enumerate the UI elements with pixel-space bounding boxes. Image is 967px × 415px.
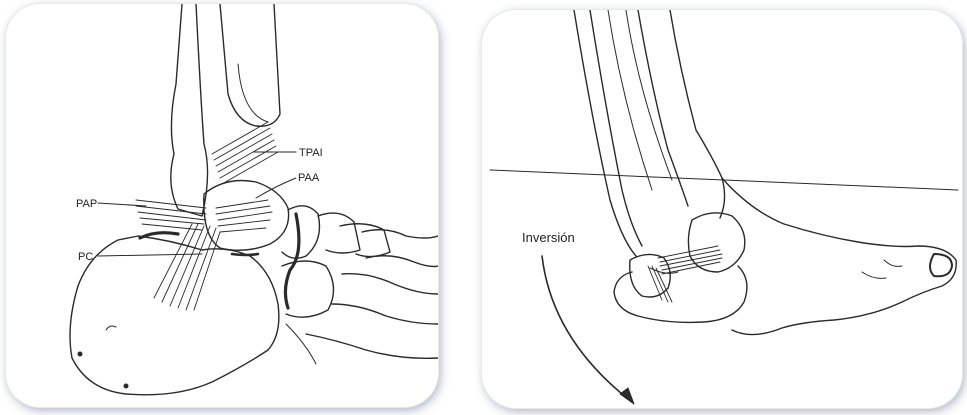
ligament-pap bbox=[136, 200, 206, 230]
joint-line-subtalar bbox=[140, 233, 178, 238]
metatarsal-1 bbox=[362, 230, 438, 238]
fibula bbox=[171, 4, 208, 216]
ankle-ligaments-illustration: TPAI PAA PAP PC bbox=[6, 4, 438, 407]
metatarsal-2 bbox=[366, 256, 438, 267]
navicular bbox=[282, 206, 320, 258]
label-paa: PAA bbox=[298, 172, 320, 184]
inversion-illustration: Inversión bbox=[482, 10, 962, 408]
big-toe bbox=[930, 254, 952, 276]
ligament-stretched bbox=[648, 246, 722, 302]
inversion-panel: Inversión bbox=[482, 10, 962, 408]
cuneiform-1 bbox=[318, 213, 360, 253]
metatarsal-5 bbox=[306, 334, 438, 358]
label-inversion: Inversión bbox=[522, 230, 575, 245]
cuneiform-2 bbox=[340, 224, 390, 257]
foot-outline bbox=[722, 178, 956, 335]
fibula bbox=[574, 10, 636, 256]
label-pap: PAP bbox=[76, 198, 97, 210]
label-pc: PC bbox=[78, 251, 93, 263]
ligament-tpai bbox=[212, 122, 278, 184]
metatarsal-3 bbox=[342, 274, 438, 294]
label-tpai: TPAI bbox=[299, 147, 323, 159]
arrow-head bbox=[620, 388, 634, 404]
joint-line-calcaneocuboid bbox=[232, 254, 258, 255]
joint-line bbox=[285, 214, 298, 308]
ligament-paa bbox=[216, 200, 272, 232]
metatarsal-4 bbox=[332, 304, 438, 324]
calcaneus bbox=[70, 236, 279, 395]
heel bbox=[614, 266, 747, 322]
inversion-arrow bbox=[542, 256, 632, 402]
ankle-ligaments-panel: TPAI PAA PAP PC bbox=[6, 4, 438, 407]
